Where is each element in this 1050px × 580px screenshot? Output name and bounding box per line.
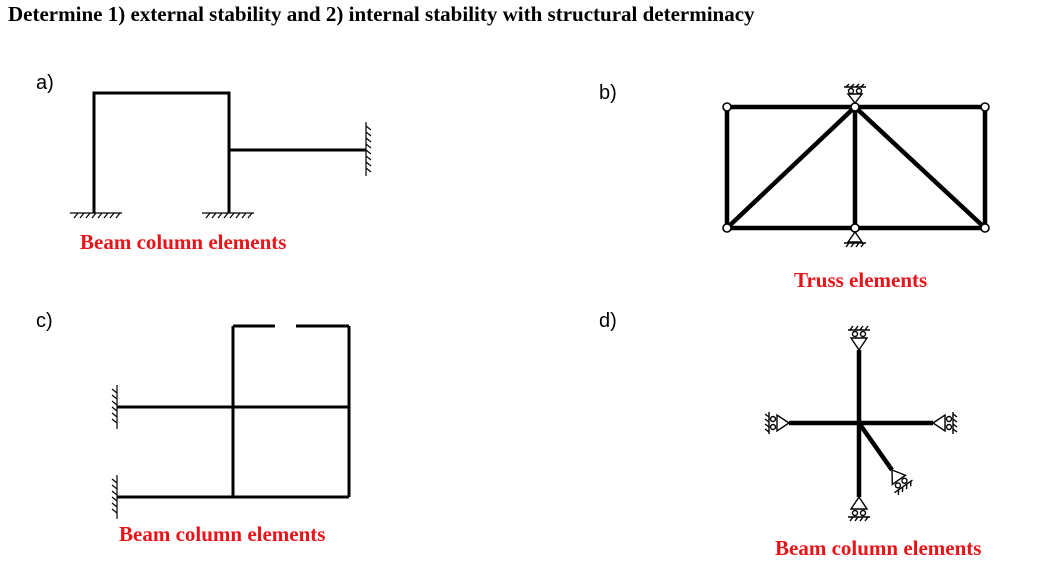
frame-a-portal bbox=[92, 91, 231, 213]
structure-c bbox=[111, 324, 351, 519]
fixed-support-icon bbox=[202, 212, 254, 219]
truss-joint bbox=[722, 102, 732, 112]
structure-d bbox=[764, 325, 958, 522]
roller-support-icon bbox=[931, 412, 958, 434]
roller-support-icon bbox=[848, 325, 870, 352]
caption-a: Beam column elements bbox=[80, 230, 287, 254]
structure-a bbox=[70, 91, 372, 219]
problem-label-d: d) bbox=[599, 310, 617, 332]
truss-joint bbox=[980, 102, 990, 112]
fixed-support-icon bbox=[111, 385, 118, 429]
roller-support-icon bbox=[844, 83, 866, 105]
problem-label-c: c) bbox=[36, 310, 53, 332]
truss-joint bbox=[980, 223, 990, 233]
problem-label-b: b) bbox=[599, 82, 617, 104]
roller-support-icon bbox=[764, 412, 791, 434]
roller-support-icon bbox=[891, 468, 913, 495]
pin-support-icon bbox=[844, 230, 866, 248]
fixed-support-icon bbox=[111, 475, 118, 519]
problem-label-a: a) bbox=[36, 72, 54, 94]
fixed-support-icon bbox=[70, 212, 122, 219]
truss-joint bbox=[722, 223, 732, 233]
caption-b: Truss elements bbox=[794, 268, 928, 292]
page-title: Determine 1) external stability and 2) i… bbox=[8, 2, 755, 26]
structure-b bbox=[722, 83, 990, 248]
truss-joint bbox=[850, 102, 860, 112]
caption-c: Beam column elements bbox=[119, 522, 326, 546]
roller-support-icon bbox=[848, 495, 870, 522]
fixed-support-icon bbox=[365, 122, 372, 176]
caption-d: Beam column elements bbox=[775, 536, 982, 560]
